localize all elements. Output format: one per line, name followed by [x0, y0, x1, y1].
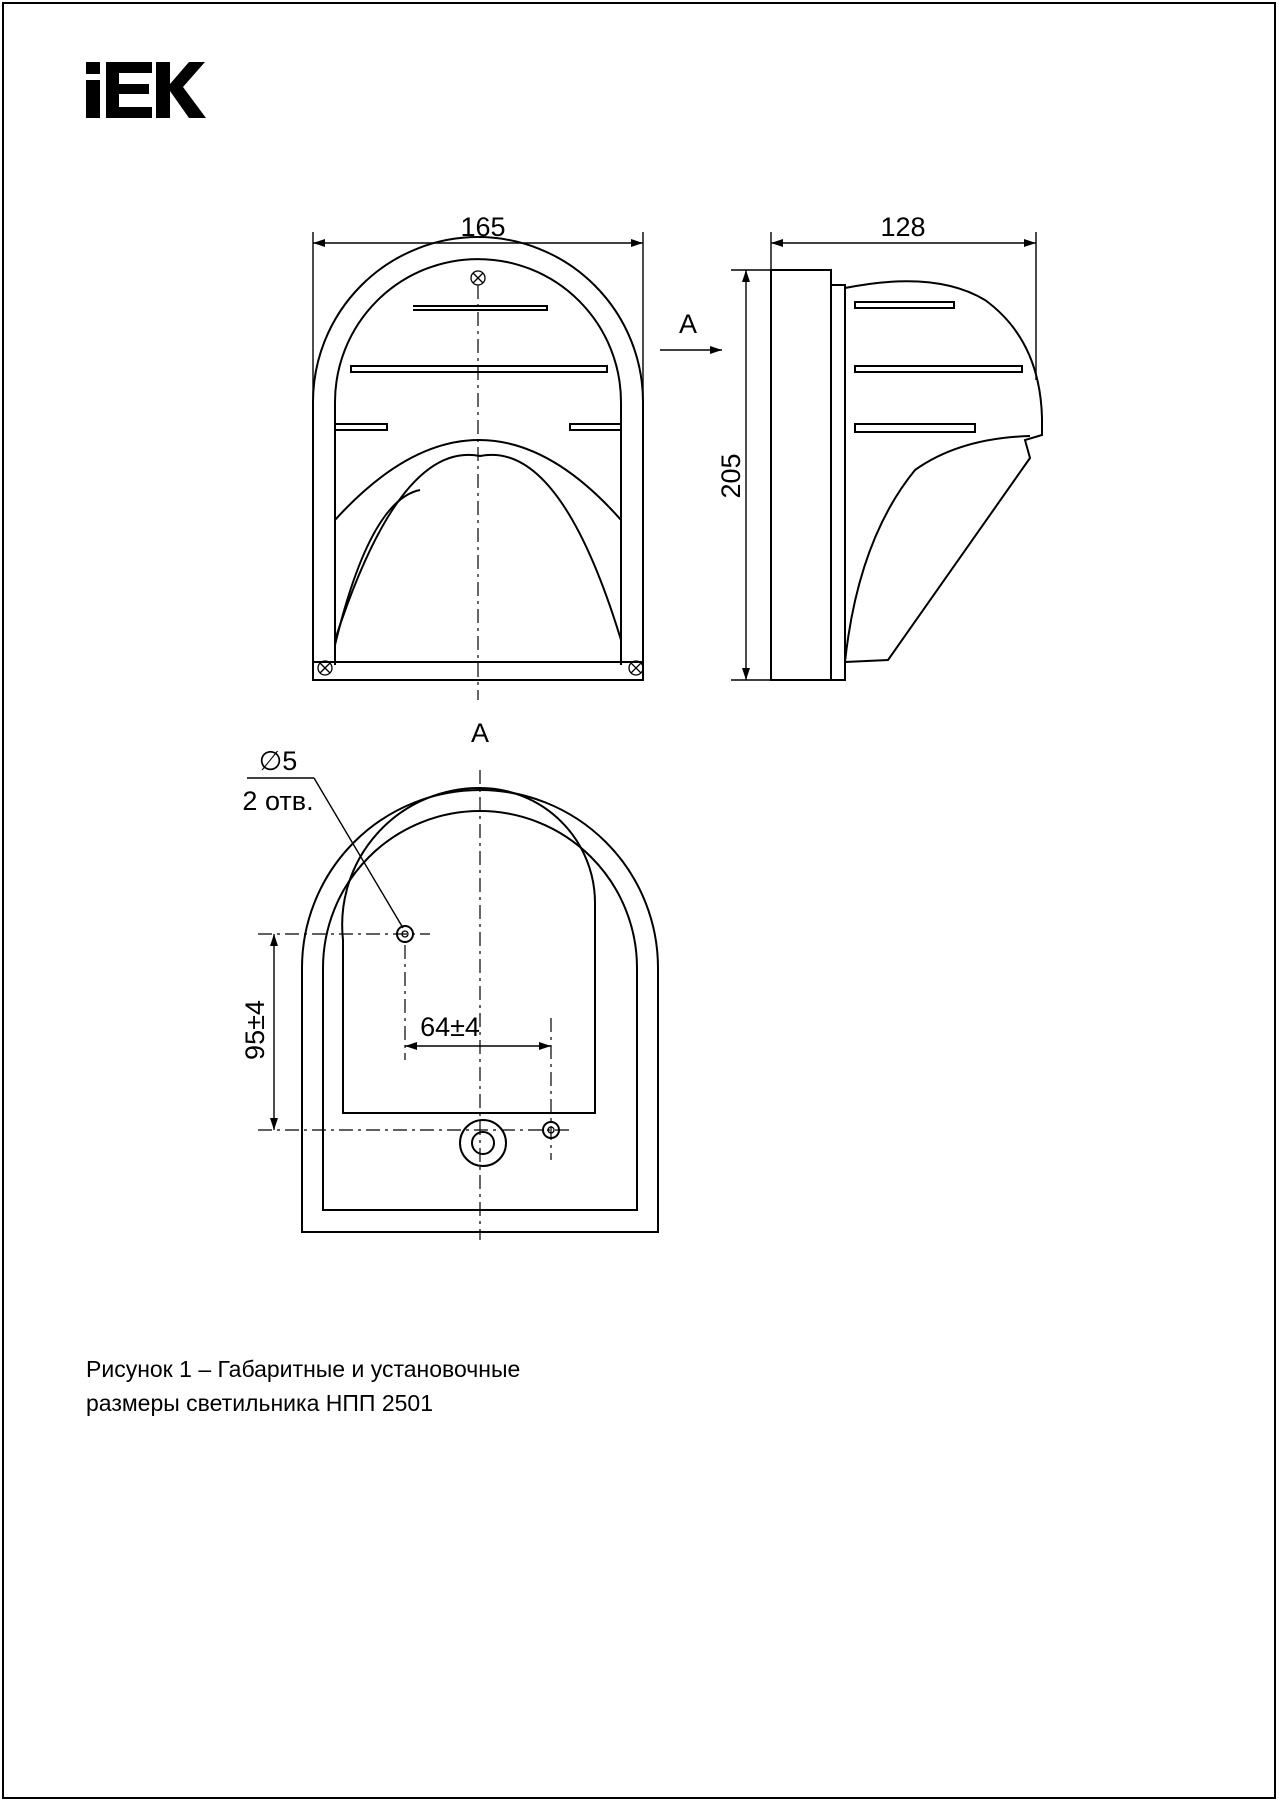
view-a-title: A [471, 718, 489, 748]
caption-line-1: Рисунок 1 – Габаритные и установочные [86, 1356, 521, 1382]
view-a: A 95±4 64±4 ∅5 2 отв. [240, 718, 659, 1240]
hole-count-label: 2 отв. [242, 786, 313, 816]
side-view: 128 205 [716, 212, 1043, 681]
caption-line-2: размеры светильника НПП 2501 [86, 1390, 433, 1416]
iek-logo [86, 62, 206, 118]
height-dimension-label: 205 [716, 453, 746, 498]
horizontal-spacing-label: 64±4 [420, 1012, 480, 1042]
figure-caption: Рисунок 1 – Габаритные и установочные ра… [86, 1352, 786, 1420]
width-dimension-label: 165 [460, 212, 505, 242]
front-view: 165 A [312, 212, 722, 700]
hole-diameter-label: ∅5 [259, 746, 298, 776]
view-arrow-label: A [679, 309, 697, 339]
vertical-spacing-label: 95±4 [240, 1000, 270, 1060]
depth-dimension-label: 128 [880, 212, 925, 242]
